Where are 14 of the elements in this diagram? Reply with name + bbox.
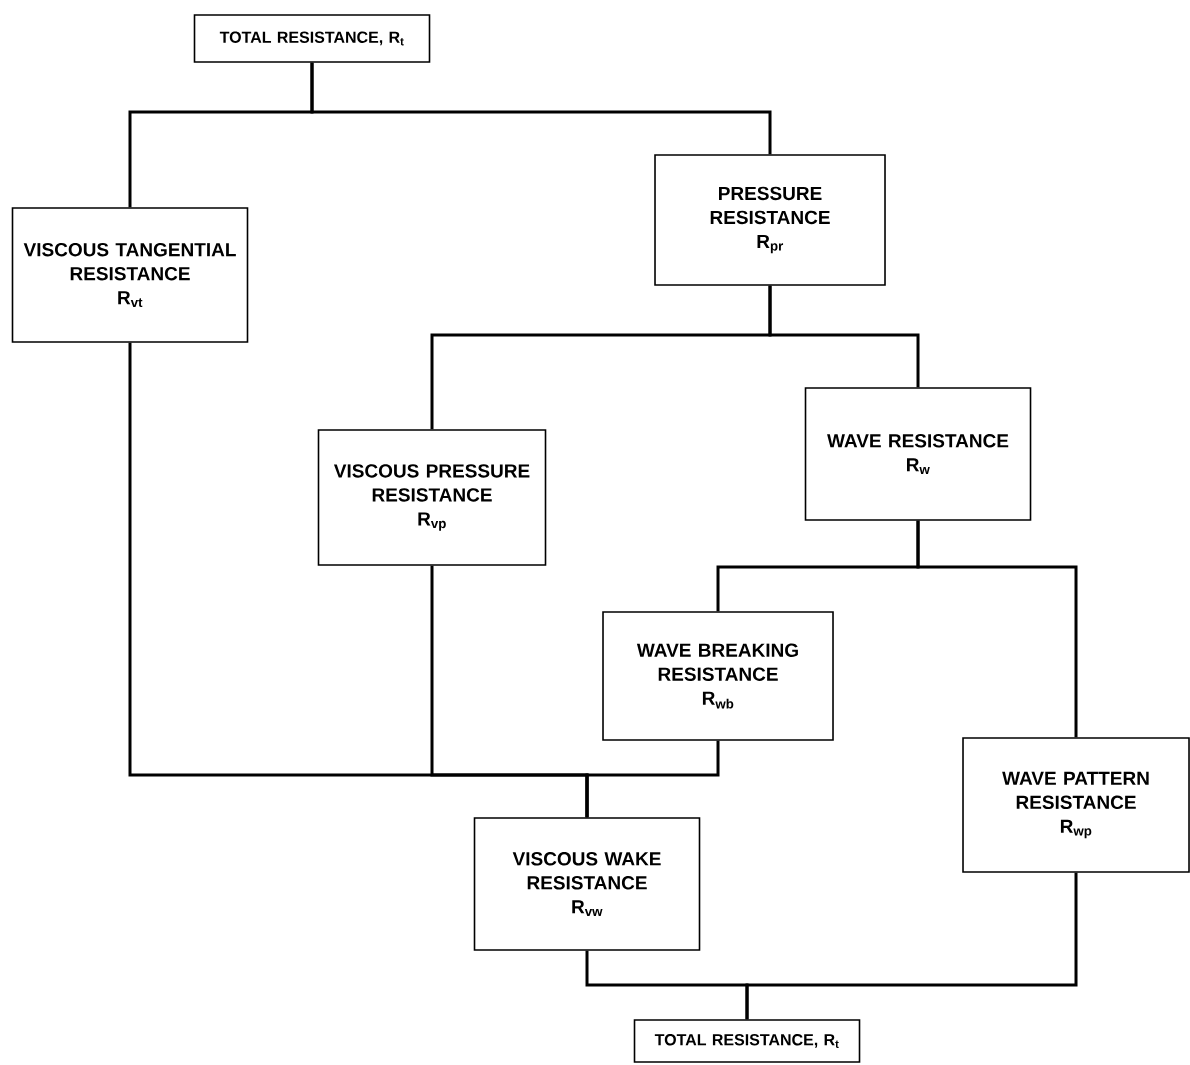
connector-line	[916, 520, 1078, 738]
resistance-box: TOTAL RESISTANCE, R$_{t}$	[633, 1019, 861, 1063]
resistance-box: VISCOUS WAKE RESISTANCE R$_{vw}$	[473, 817, 701, 951]
connector-line	[768, 285, 920, 388]
resistance-box: WAVE PATTERN RESISTANCE R$_{wp}$	[962, 737, 1190, 873]
resistance-box: VISCOUS PRESSURE RESISTANCE R$_{vp}$	[317, 429, 547, 566]
connector-line	[585, 740, 720, 818]
connector-line	[745, 872, 1078, 1020]
resistance-box: WAVE BREAKING RESISTANCE R$_{wb}$	[602, 611, 834, 741]
resistance-box: TOTAL RESISTANCE, R$_{t}$	[193, 14, 431, 63]
connector-line	[310, 62, 772, 155]
resistance-box: VISCOUS TANGENTIAL RESISTANCE R$_{vt}$	[11, 207, 249, 343]
resistance-box: WAVE RESISTANCE R$_{w}$	[804, 387, 1032, 521]
resistance-box: PRESSURE RESISTANCE R$_{pr}$	[654, 154, 886, 286]
